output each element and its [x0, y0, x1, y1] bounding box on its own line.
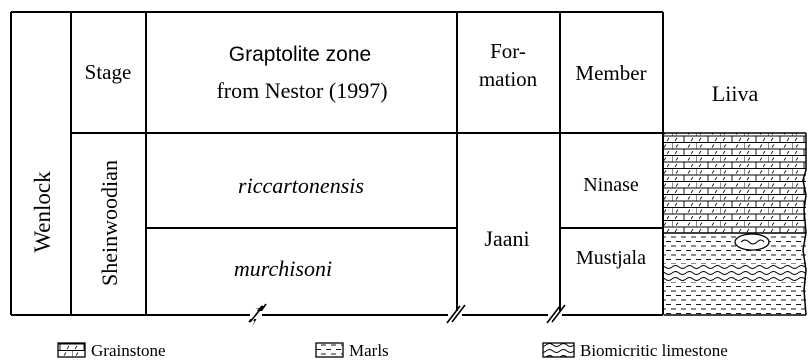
- header-zone-line2: from Nestor (1997): [216, 78, 387, 103]
- member-ninase: Ninase: [583, 174, 639, 196]
- legend-biomicritic-swatch: [542, 342, 575, 358]
- liiva-column: [664, 132, 807, 316]
- marl-layer-upper: [664, 233, 806, 264]
- header-section: Liiva: [712, 81, 759, 106]
- formation-jaani: Jaani: [484, 226, 529, 251]
- legend-marls-swatch: [315, 342, 344, 358]
- stage-label: Sheinwoodian: [97, 160, 122, 286]
- break-symbols: [248, 303, 566, 327]
- header-stage: Stage: [85, 60, 132, 84]
- zone-riccartonensis: riccartonensis: [238, 173, 364, 198]
- legend-grainstone-label: Grainstone: [91, 341, 166, 360]
- header-formation-line2: mation: [479, 67, 538, 91]
- series-label: Wenlock: [30, 171, 55, 253]
- legend-grainstone-swatch: [57, 342, 86, 358]
- zone-murchisoni: murchisoni: [234, 256, 332, 281]
- nodule-symbol: [734, 233, 770, 251]
- header-member: Member: [575, 61, 646, 85]
- grainstone-layer: [664, 133, 806, 233]
- biomicritic-layer: [664, 264, 806, 282]
- header-zone-line1: Graptolite zone: [229, 43, 371, 66]
- header-formation-line1: For-: [490, 39, 526, 63]
- member-mustjala: Mustjala: [576, 247, 646, 269]
- legend: Grainstone Marls Biomicritic limestone: [57, 341, 728, 360]
- marl-layer-lower: [664, 282, 806, 315]
- legend-marls-label: Marls: [349, 341, 389, 360]
- legend-biomicritic-label: Biomicritic limestone: [580, 341, 728, 360]
- table-grid: [10, 11, 664, 316]
